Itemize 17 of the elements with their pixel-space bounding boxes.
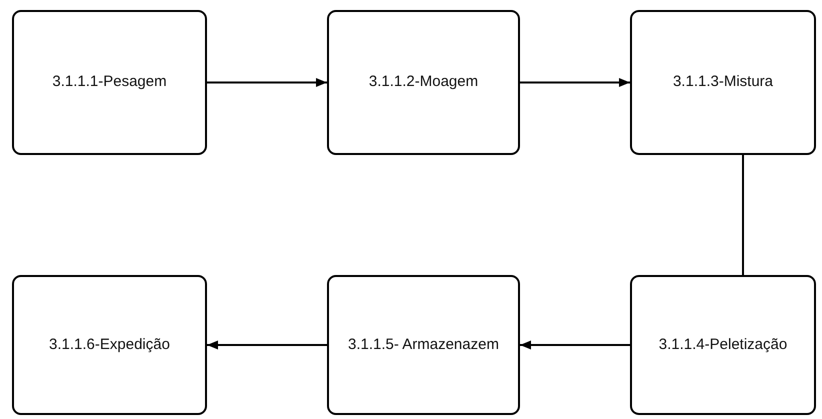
process-box [327, 10, 520, 155]
step-label: 3.1.1.4-Peletização [658, 334, 788, 355]
step-label: 3.1.1.5- Armazenazem [348, 334, 499, 355]
connector-line [742, 155, 744, 275]
process-box [327, 275, 520, 415]
step-label: 3.1.1.6-Expedição [49, 334, 170, 355]
arrow [207, 78, 327, 87]
step-label: 3.1.1.2-Moagem [368, 72, 478, 92]
step-label: 3.1.1.3-Mistura [672, 72, 774, 92]
step-label: 3.1.1.1-Pesagem [52, 72, 167, 92]
arrow [207, 340, 327, 350]
process-box [12, 10, 207, 155]
arrow [520, 340, 630, 350]
arrow [520, 78, 630, 87]
process-box [12, 275, 207, 415]
process-box [630, 275, 816, 415]
process-box [630, 10, 816, 155]
